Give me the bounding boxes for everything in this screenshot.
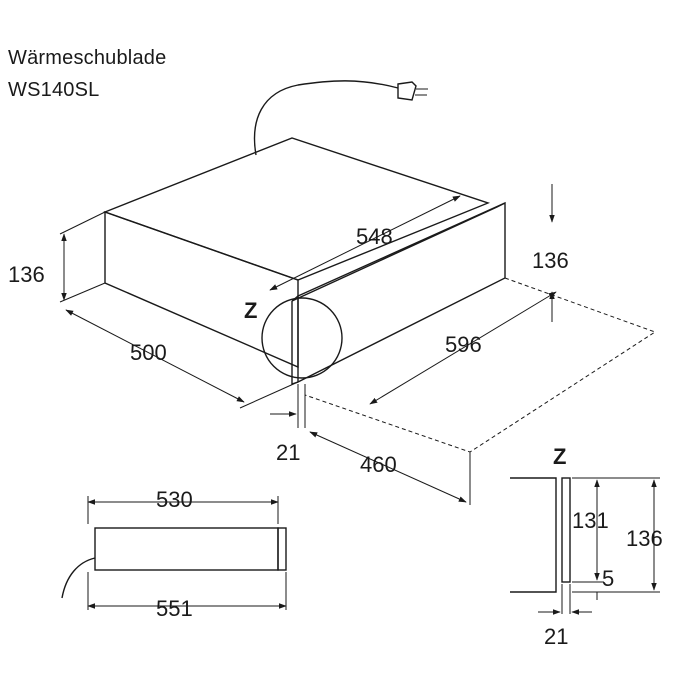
product-name: Wärmeschublade [8,47,167,69]
side-view: 530 551 [61,487,287,621]
dimension-596-label: 596 [445,332,482,357]
front-panel-top-edge [291,202,506,302]
dimension-21-detail-label: 21 [544,624,568,649]
power-cable [253,80,399,156]
dimension-21-front-label: 21 [276,440,300,465]
side-front-panel [277,527,287,571]
dimension-136-detail: 136 [572,477,663,593]
detail-housing-wall [510,477,557,593]
detail-z-title: Z [553,444,566,469]
dimension-500: 500 [65,309,299,409]
dimension-530-label: 530 [156,487,193,512]
detail-z-marker: Z [244,298,257,323]
housing-top-face [103,137,491,281]
side-power-cable [61,557,96,599]
dimension-21-detail: 21 [538,584,592,649]
dimension-5-label: 5 [602,566,614,591]
dimension-131-label: 131 [572,508,609,533]
dimension-136-right-label: 136 [532,248,569,273]
dimension-551: 551 [87,572,287,621]
dimension-5: 5 [596,566,614,600]
dimension-460-label: 460 [360,452,397,477]
front-panel-side-edge [291,301,299,385]
detail-front-panel [561,477,571,583]
dimension-530: 530 [87,487,279,524]
dimension-136-left: 136 [8,211,106,303]
dimension-136-right: 136 [532,184,569,322]
dimension-500-label: 500 [130,340,167,365]
dimension-551-label: 551 [156,596,193,621]
isometric-drawer-view: Z 548 136 136 5 [8,80,657,505]
product-model: WS140SL [8,79,100,101]
dimension-548-label: 548 [356,224,393,249]
side-body [94,527,279,571]
detail-z-view: Z 131 5 136 [510,444,663,649]
dimension-136-left-label: 136 [8,262,45,287]
cutout-outline [304,277,657,453]
dimension-136-detail-label: 136 [626,526,663,551]
detail-z-circle [261,297,343,379]
dimension-21-front: 21 [270,384,306,465]
dimension-548: 548 [269,195,461,291]
dimension-460: 460 [309,431,471,505]
power-plug-icon [397,81,428,101]
dimension-596: 596 [369,291,557,405]
